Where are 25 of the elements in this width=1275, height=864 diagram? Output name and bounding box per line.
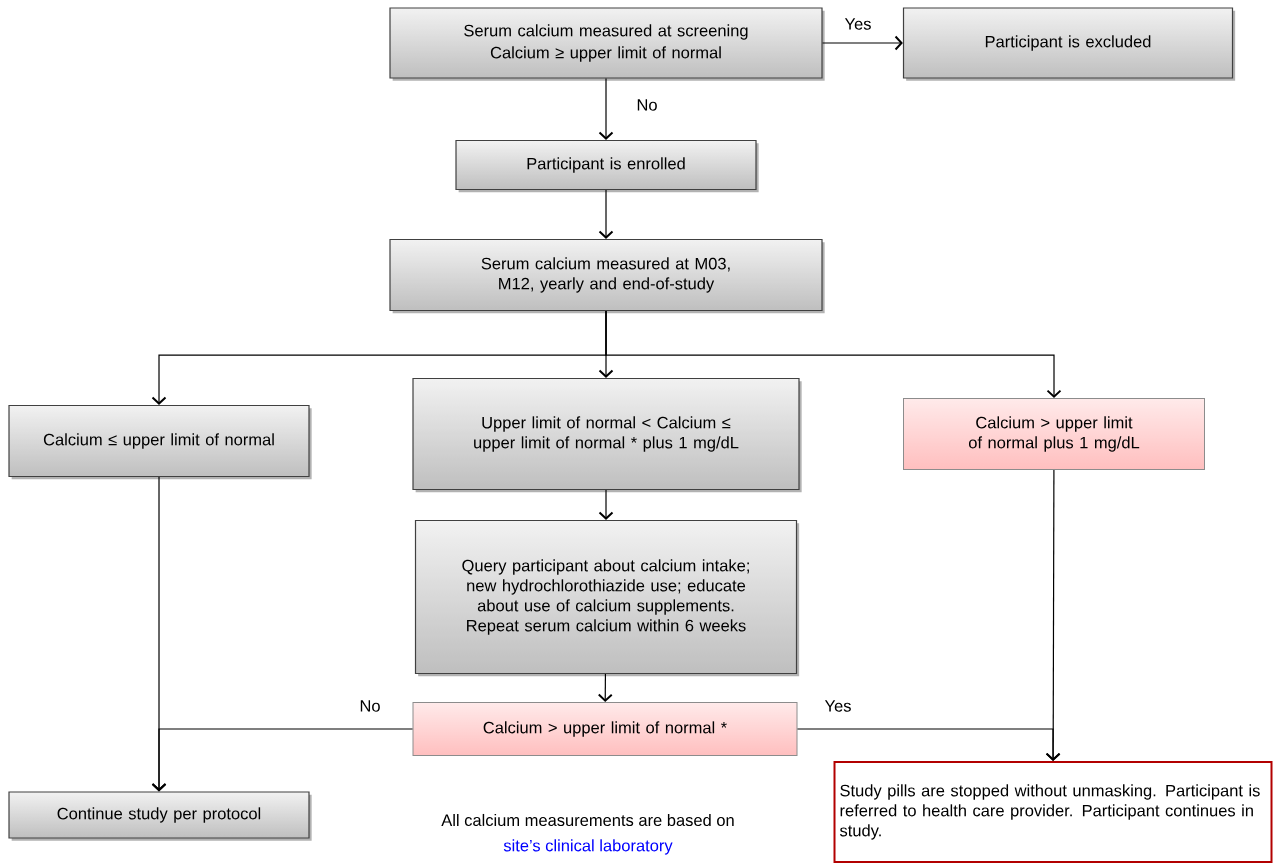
arrow bbox=[1045, 469, 1061, 761]
note-text: All calcium measurements are based on bbox=[441, 813, 734, 827]
outcome-box: Study pills are stopped without unmasking. Participant is referred to health care provider. Participant continues in study. bbox=[833, 761, 1273, 863]
process-box: Continue study per protocol bbox=[8, 791, 312, 841]
process-box: Upper limit of normal < Calcium ≤ upper limit of normal * plus 1 mg/dL bbox=[412, 377, 802, 493]
edge-label: No bbox=[358, 699, 382, 713]
arrow bbox=[151, 728, 414, 792]
arrow bbox=[597, 673, 613, 702]
process-box: Serum calcium measured at screening Calcium ≥ upper limit of normal bbox=[389, 7, 825, 81]
arrow bbox=[822, 35, 903, 51]
process-box: Query participant about calcium intake; new hydrochlorothiazide use; educate about use of calcium supplements. Repeat serum calcium within 6 weeks bbox=[414, 519, 800, 677]
process-box: Participant is excluded bbox=[902, 7, 1236, 81]
arrow bbox=[598, 489, 614, 520]
process-box: Calcium ≤ upper limit of normal bbox=[8, 404, 312, 480]
arrow bbox=[605, 310, 1062, 398]
process-box: Participant is enrolled bbox=[455, 139, 759, 193]
arrow bbox=[598, 189, 614, 239]
arrow bbox=[598, 78, 614, 140]
decision-box: Calcium > upper limit of normal * bbox=[412, 702, 798, 756]
edge-label: Yes bbox=[843, 17, 873, 31]
decision-box: Calcium > upper limit of normal plus 1 mg/dL bbox=[903, 398, 1205, 470]
edge-label: Yes bbox=[823, 699, 853, 713]
note-text: site’s clinical laboratory bbox=[503, 839, 673, 855]
process-box: Serum calcium measured at M03, M12, yearly and end-of-study bbox=[389, 238, 825, 314]
edge-label: No bbox=[635, 98, 659, 112]
